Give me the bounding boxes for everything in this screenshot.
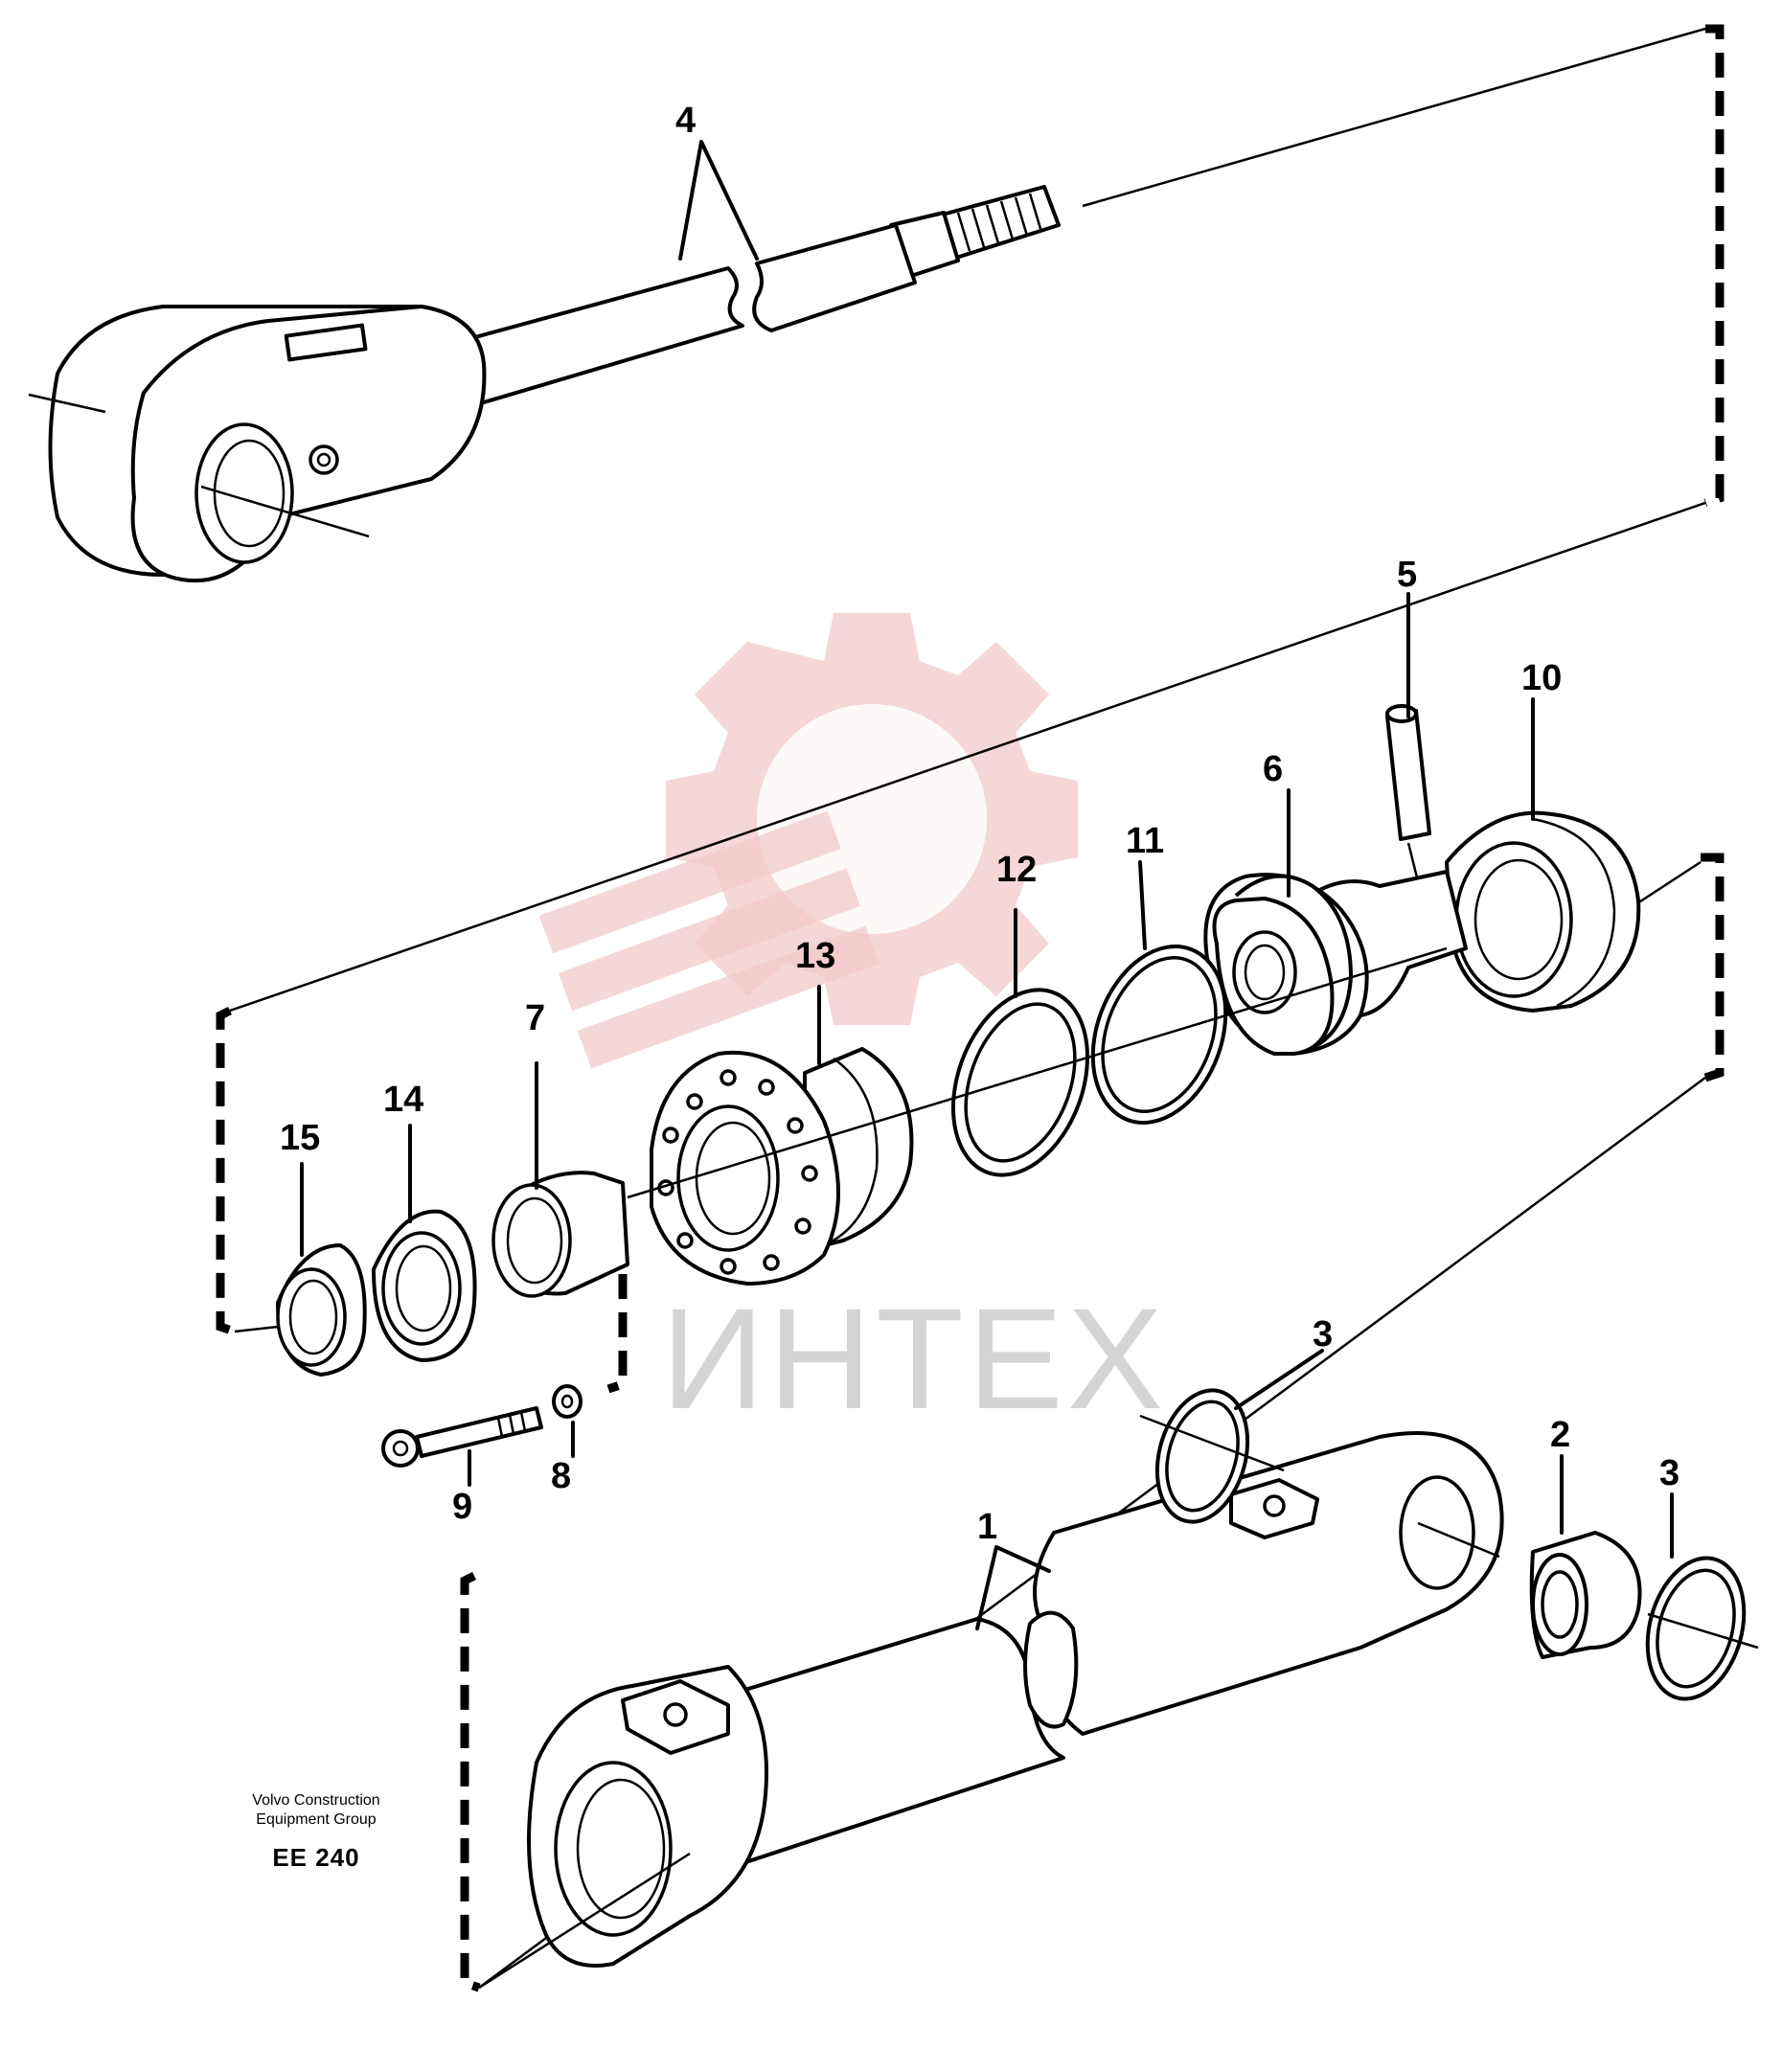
- pin-part-5: [1385, 704, 1431, 882]
- callout-12: 14: [383, 1080, 423, 1120]
- caption-manufacturer-line-2: Equipment Group: [256, 1811, 377, 1828]
- callout-3-lower: 3: [1659, 1453, 1679, 1493]
- callout-8: 10: [1521, 658, 1562, 698]
- callout-13: 15: [280, 1118, 320, 1158]
- piston-rod-part-4: [28, 185, 1061, 583]
- callout-10: 12: [996, 850, 1037, 890]
- callout-7: 7: [525, 998, 545, 1038]
- callout-2: 2: [1550, 1415, 1570, 1455]
- callout-9: 11: [1126, 821, 1164, 861]
- watermark-text: ИНТЕХ: [661, 1278, 1167, 1439]
- callout-11: 13: [795, 936, 835, 976]
- washer-part-14: [552, 1384, 583, 1419]
- callout-3-upper: 3: [1313, 1314, 1333, 1355]
- callout-6: 6: [1263, 749, 1283, 789]
- caption-manufacturer-line-1: Volvo Construction: [252, 1792, 380, 1809]
- callout-1: 1: [977, 1507, 997, 1547]
- callout-14: 8: [551, 1456, 571, 1496]
- cylinder-head-part-11: [650, 1047, 914, 1286]
- wiper-part-13: [276, 1243, 367, 1377]
- caption-drawing-code: EE 240: [272, 1843, 360, 1872]
- leader-lines: [300, 140, 1674, 1630]
- circlip-part-3-lower: [1645, 1556, 1759, 1701]
- piston-part-8: [1445, 810, 1641, 1013]
- bolt-part-15: [381, 1406, 543, 1468]
- watermark-gear-logo: ИНТЕХ: [538, 613, 1167, 1439]
- circlip-part-3-upper: [1139, 1388, 1285, 1524]
- callout-4: 4: [675, 101, 696, 141]
- cylinder-tube-part-1: [478, 1431, 1504, 1990]
- manufacturer-caption: Volvo Construction Equipment Group EE 24…: [220, 1791, 412, 1873]
- piston-head-part-6: [1203, 870, 1468, 1056]
- callout-labels: 4 5 10 6 11 12 13 7 14 15 8 9 1 2 3 3: [280, 101, 1679, 1547]
- callout-5: 5: [1397, 555, 1417, 595]
- callout-15: 9: [452, 1487, 472, 1527]
- seal-ring-part-10: [950, 988, 1090, 1177]
- bushing-part-7: [491, 1171, 629, 1298]
- seal-part-12: [372, 1209, 477, 1362]
- bearing-part-2: [1529, 1531, 1642, 1659]
